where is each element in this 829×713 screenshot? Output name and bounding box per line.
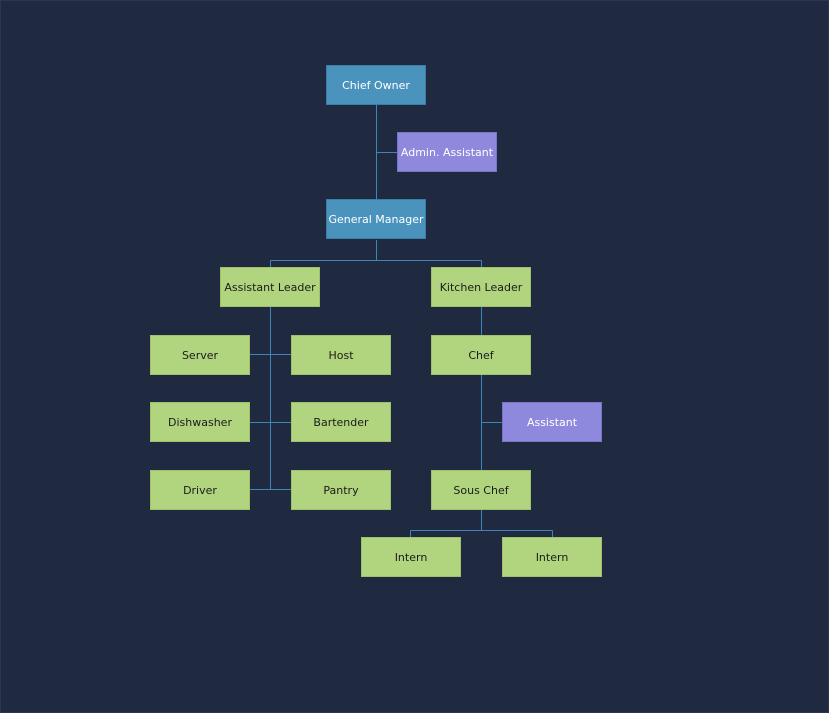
node-label: Pantry: [323, 483, 359, 497]
node-sous-chef[interactable]: Sous Chef: [431, 470, 531, 510]
node-label: Intern: [535, 550, 569, 564]
node-label: Chef: [468, 348, 494, 362]
node-assistant[interactable]: Assistant: [502, 402, 602, 442]
node-intern-1[interactable]: Intern: [361, 537, 461, 577]
node-general-manager[interactable]: General Manager: [326, 199, 426, 239]
node-driver[interactable]: Driver: [150, 470, 250, 510]
node-label: Admin. Assistant: [400, 145, 494, 159]
node-label: Bartender: [313, 415, 369, 429]
node-host[interactable]: Host: [291, 335, 391, 375]
node-label: Chief Owner: [342, 78, 410, 92]
node-kitchen-leader[interactable]: Kitchen Leader: [431, 267, 531, 307]
node-chef[interactable]: Chef: [431, 335, 531, 375]
node-label: Intern: [394, 550, 428, 564]
node-label: Sous Chef: [453, 483, 509, 497]
node-pantry[interactable]: Pantry: [291, 470, 391, 510]
node-label: Kitchen Leader: [439, 280, 523, 294]
node-label: Host: [328, 348, 354, 362]
node-label: Driver: [183, 483, 217, 497]
node-label: Dishwasher: [168, 415, 232, 429]
node-assistant-leader[interactable]: Assistant Leader: [220, 267, 320, 307]
node-label: Server: [181, 348, 219, 362]
node-admin-assistant[interactable]: Admin. Assistant: [397, 132, 497, 172]
node-bartender[interactable]: Bartender: [291, 402, 391, 442]
node-intern-2[interactable]: Intern: [502, 537, 602, 577]
node-server[interactable]: Server: [150, 335, 250, 375]
node-label: General Manager: [328, 212, 424, 226]
node-chief-owner[interactable]: Chief Owner: [326, 65, 426, 105]
node-dishwasher[interactable]: Dishwasher: [150, 402, 250, 442]
node-label: Assistant: [526, 415, 578, 429]
node-label: Assistant Leader: [224, 280, 316, 294]
